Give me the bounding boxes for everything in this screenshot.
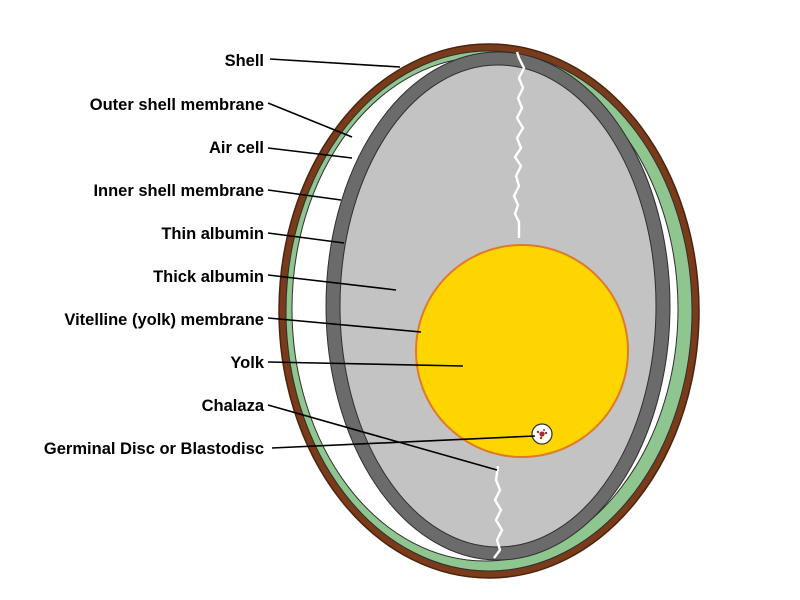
label-outer-shell-membrane: Outer shell membrane <box>90 96 264 114</box>
label-shell: Shell <box>225 52 264 70</box>
chalaza-lower <box>493 465 504 559</box>
label-thin-albumin: Thin albumin <box>161 225 264 243</box>
label-yolk: Yolk <box>230 354 264 372</box>
leader-germinal-disc <box>271 435 536 449</box>
leader-vitelline-membrane <box>267 317 422 333</box>
label-vitelline-membrane: Vitelline (yolk) membrane <box>64 311 264 329</box>
label-air-cell: Air cell <box>209 139 264 157</box>
label-thick-albumin: Thick albumin <box>153 268 264 286</box>
leader-inner-shell-membrane <box>267 189 342 201</box>
leader-thin-albumin <box>267 232 345 244</box>
leader-lines <box>267 58 536 471</box>
label-inner-shell-membrane: Inner shell membrane <box>93 182 264 200</box>
leader-outer-shell-membrane <box>267 102 353 138</box>
leader-air-cell <box>267 147 353 159</box>
leader-thick-albumin <box>267 274 397 291</box>
label-germinal-disc: Germinal Disc or Blastodisc <box>44 440 264 458</box>
chalaza-upper <box>512 51 526 238</box>
egg <box>278 43 700 579</box>
labels: Shell Outer shell membrane Air cell Inne… <box>44 52 265 458</box>
yolk <box>417 246 627 456</box>
leader-shell <box>269 58 401 68</box>
leader-yolk <box>267 361 464 367</box>
germinal-disc <box>531 423 553 445</box>
label-chalaza: Chalaza <box>202 397 265 415</box>
leader-chalaza <box>267 404 498 471</box>
